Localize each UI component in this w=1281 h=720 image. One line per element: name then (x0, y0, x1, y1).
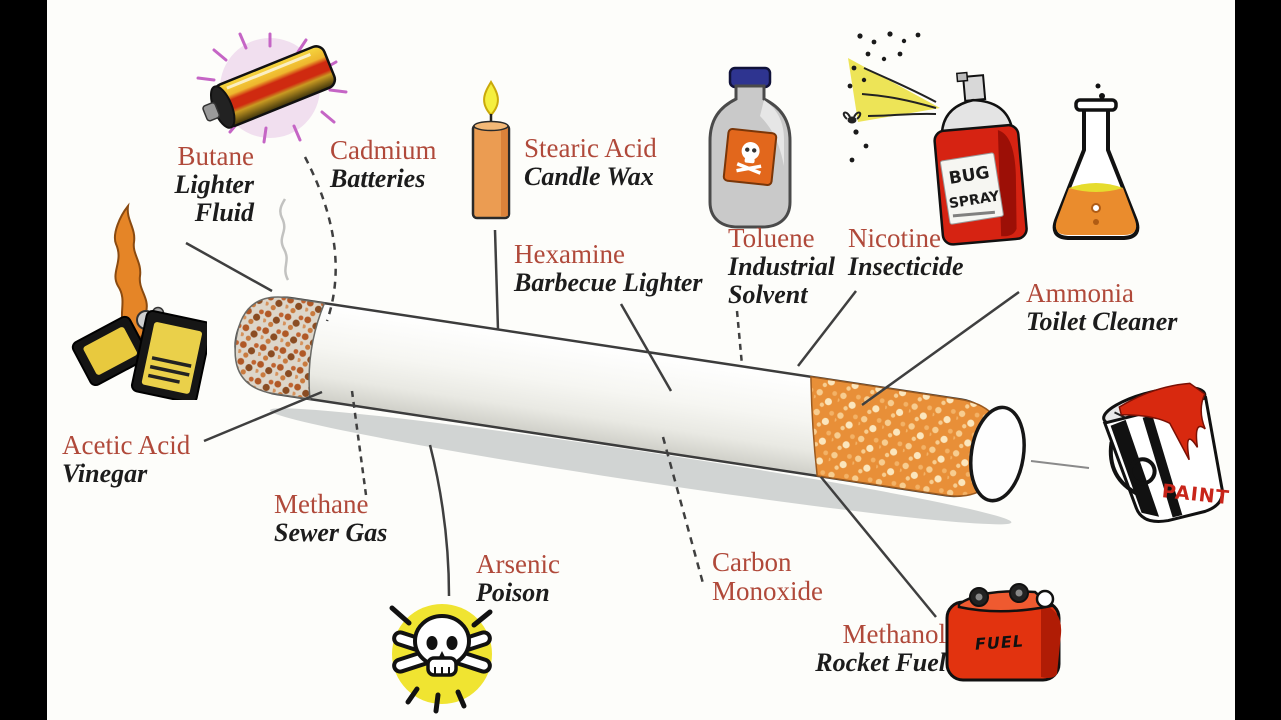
poison-label (722, 128, 778, 186)
smoke (279, 198, 290, 281)
leader-line-ammonia (861, 290, 1020, 407)
label-cadmium: Cadmium Batteries (330, 136, 480, 193)
label-carbon-monoxide: Carbon Monoxide (712, 548, 844, 606)
battery-icon (196, 32, 348, 144)
label-acetic-acid: Acetic Acid Vinegar (62, 431, 212, 488)
label-hexamine: Hexamine Barbecue Lighter (514, 240, 729, 297)
product-name: Vinegar (62, 458, 148, 488)
cigarette (234, 296, 1026, 525)
leader-line-stearic-acid (493, 229, 500, 331)
product-name: Lighter Fluid (174, 169, 254, 227)
poison-bottle-icon (708, 66, 792, 229)
leader-line-nicotine (797, 290, 857, 367)
leader-lines (185, 156, 1090, 618)
label-butane: Butane Lighter Fluid (122, 142, 254, 227)
chemical-name: Toluene (728, 223, 815, 253)
product-name: Sewer Gas (274, 517, 388, 547)
leader-line-acetic-acid (203, 390, 323, 443)
product-name: Rocket Fuel (815, 647, 946, 677)
cigarette-shadow (269, 408, 1012, 525)
product-name: Batteries (330, 163, 426, 193)
chemical-name: Butane (177, 141, 254, 171)
chemical-name: Carbon Monoxide (712, 547, 823, 606)
skull-crossbones-icon (389, 604, 493, 714)
chemical-name: Methanol (842, 619, 946, 649)
product-name: Toilet Cleaner (1026, 306, 1178, 336)
label-nicotine: Nicotine Insecticide (848, 224, 993, 281)
bug-dots (847, 31, 921, 163)
product-name: Industrial Solvent (728, 251, 835, 309)
chemical-name: Arsenic (476, 549, 560, 579)
chemical-name: Methane (274, 489, 369, 519)
chemical-name: Cadmium (330, 135, 437, 165)
chemical-name: Acetic Acid (62, 430, 191, 460)
paint-drip (1118, 382, 1206, 461)
cigarette-ember (234, 296, 326, 401)
candle-icon (471, 80, 511, 220)
bug-spray-icon: BUG SPRAY (842, 31, 1028, 246)
leader-line-hexamine (619, 303, 673, 392)
fuel-can-icon: FUEL (945, 583, 1062, 682)
product-name: Insecticide (848, 251, 964, 281)
chemical-name: Stearic Acid (524, 133, 657, 163)
leader-line-cadmium (303, 156, 337, 322)
label-toluene: Toluene Industrial Solvent (728, 224, 853, 309)
bug-spray-label: BUG SPRAY (940, 152, 1004, 225)
chemical-name: Ammonia (1026, 278, 1134, 308)
product-name: Barbecue Lighter (514, 267, 703, 297)
bug-spray-text-2: SPRAY (948, 188, 1001, 212)
label-arsenic: Arsenic Poison (476, 550, 591, 607)
leader-line-methanol (820, 476, 937, 618)
label-methanol: Methanol Rocket Fuel (800, 620, 946, 677)
label-methane: Methane Sewer Gas (274, 490, 424, 547)
leader-line-arsenic (428, 444, 451, 597)
lighter-icon (71, 202, 207, 400)
fly-icon (842, 111, 862, 124)
leader-line-butane (185, 241, 273, 293)
fuel-text: FUEL (974, 631, 1024, 653)
chemical-name: Hexamine (514, 239, 625, 269)
label-stearic-acid: Stearic Acid Candle Wax (524, 134, 699, 191)
leader-line-toluene (735, 310, 744, 366)
paint-can-icon: PAINT (1102, 382, 1231, 523)
chemical-name: Nicotine (848, 223, 941, 253)
cigarette-butt-end (969, 405, 1026, 503)
label-ammonia: Ammonia Toilet Cleaner (1026, 279, 1206, 336)
flask-icon (1052, 83, 1140, 240)
product-name: Poison (476, 577, 550, 607)
product-name: Candle Wax (524, 161, 654, 191)
leader-line-paint (1030, 460, 1090, 469)
